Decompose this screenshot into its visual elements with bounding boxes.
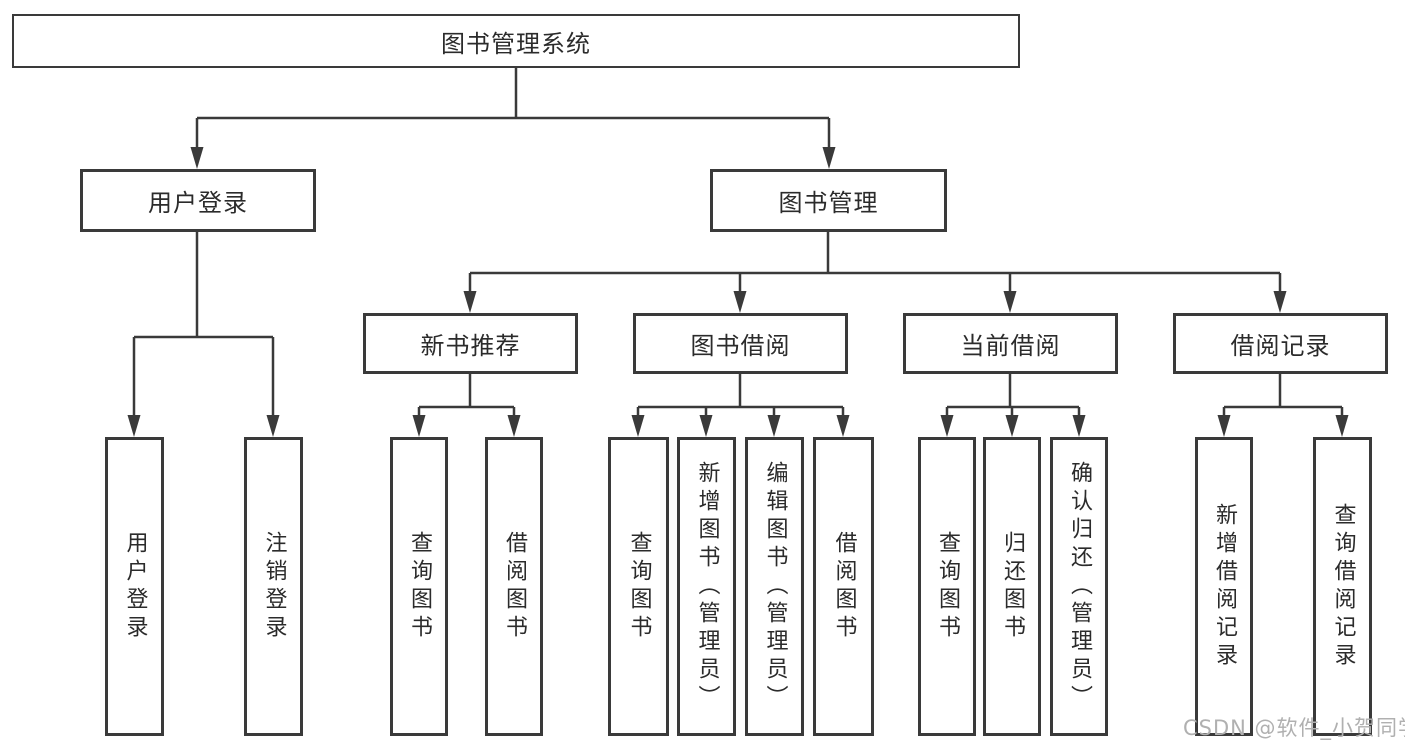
node-new-book-recommend: 新书推荐 [363,313,578,374]
arrowhead-icon [127,415,141,437]
arrowhead-icon [767,415,781,437]
leaf-current-query-books-label: 查询图书 [935,530,960,643]
csdn-watermark: CSDN @软件_小贺同学 [1183,716,1405,740]
leaf-borrowing-edit-book-admin: 编辑图书（管理员） [745,437,804,736]
leaf-records-query-borrow-record-label: 查询借阅记录 [1330,502,1356,671]
connector-borrowing-records-to-leaves [1222,374,1344,418]
arrowhead-icon [1005,415,1019,437]
node-book-management-label: 图书管理 [778,189,879,217]
node-book-borrowing-label: 图书借阅 [690,332,791,360]
leaf-current-confirm-return-admin-label: 确认归还（管理员） [1067,460,1092,713]
arrowhead-icon [266,415,280,437]
leaf-borrowing-add-book-admin: 新增图书（管理员） [677,437,736,736]
arrowhead-icon [1003,291,1017,313]
leaf-user-login: 用户登录 [105,437,164,736]
connector-book-management-to-level3 [468,232,1282,294]
connector-new-book-recommend-to-leaves [417,374,516,418]
leaf-borrowing-query-books-label: 查询图书 [626,530,652,643]
leaf-records-add-borrow-record: 新增借阅记录 [1195,437,1253,736]
leaf-newbook-borrow-books: 借阅图书 [485,437,543,736]
connector-root-to-level2 [195,68,831,150]
arrowhead-icon [940,415,954,437]
leaf-borrowing-add-book-admin-label: 新增图书（管理员） [694,460,720,713]
leaf-user-login-label: 用户登录 [122,530,148,643]
leaf-newbook-borrow-books-label: 借阅图书 [502,530,527,643]
leaf-records-add-borrow-record-label: 新增借阅记录 [1212,502,1237,671]
arrowhead-icon [190,147,204,169]
node-library-management-system: 图书管理系统 [12,14,1020,68]
connector-current-borrowing-to-leaves [945,374,1081,418]
leaf-current-query-books: 查询图书 [918,437,976,736]
leaf-logout-label: 注销登录 [261,530,287,643]
arrowhead-icon [463,291,477,313]
leaf-newbook-query-books-label: 查询图书 [407,530,432,643]
leaf-logout: 注销登录 [244,437,303,736]
node-borrowing-records: 借阅记录 [1173,313,1388,374]
arrowhead-icon [507,415,521,437]
arrowhead-icon [1072,415,1086,437]
leaf-current-confirm-return-admin: 确认归还（管理员） [1050,437,1108,736]
arrowhead-icon [1273,291,1287,313]
leaf-borrowing-query-books: 查询图书 [608,437,669,736]
leaf-current-return-books: 归还图书 [983,437,1041,736]
leaf-current-return-books-label: 归还图书 [1000,530,1025,643]
arrowhead-icon [1335,415,1349,437]
node-user-login-label: 用户登录 [148,189,248,217]
arrowheads [127,147,1349,437]
leaf-borrowing-borrow-books-label: 借阅图书 [831,530,857,643]
node-library-management-system-label: 图书管理系统 [441,29,591,58]
arrowhead-icon [733,291,747,313]
leaf-newbook-query-books: 查询图书 [390,437,448,736]
arrowhead-icon [836,415,850,437]
arrowhead-icon [631,415,645,437]
node-current-borrowing: 当前借阅 [903,313,1118,374]
node-book-borrowing: 图书借阅 [633,313,848,374]
arrowhead-icon [699,415,713,437]
node-book-management: 图书管理 [710,169,947,232]
leaf-borrowing-borrow-books: 借阅图书 [813,437,874,736]
arrowhead-icon [1217,415,1231,437]
node-new-book-recommend-label: 新书推荐 [420,332,521,360]
node-borrowing-records-label: 借阅记录 [1230,332,1331,360]
arrowhead-icon [822,147,836,169]
leaf-borrowing-edit-book-admin-label: 编辑图书（管理员） [762,460,788,713]
leaf-records-query-borrow-record: 查询借阅记录 [1313,437,1372,736]
connector-user-login-to-leaves [132,232,275,418]
arrowhead-icon [412,415,426,437]
node-current-borrowing-label: 当前借阅 [960,332,1061,360]
node-user-login: 用户登录 [80,169,316,232]
connector-book-borrowing-to-leaves [636,374,845,418]
